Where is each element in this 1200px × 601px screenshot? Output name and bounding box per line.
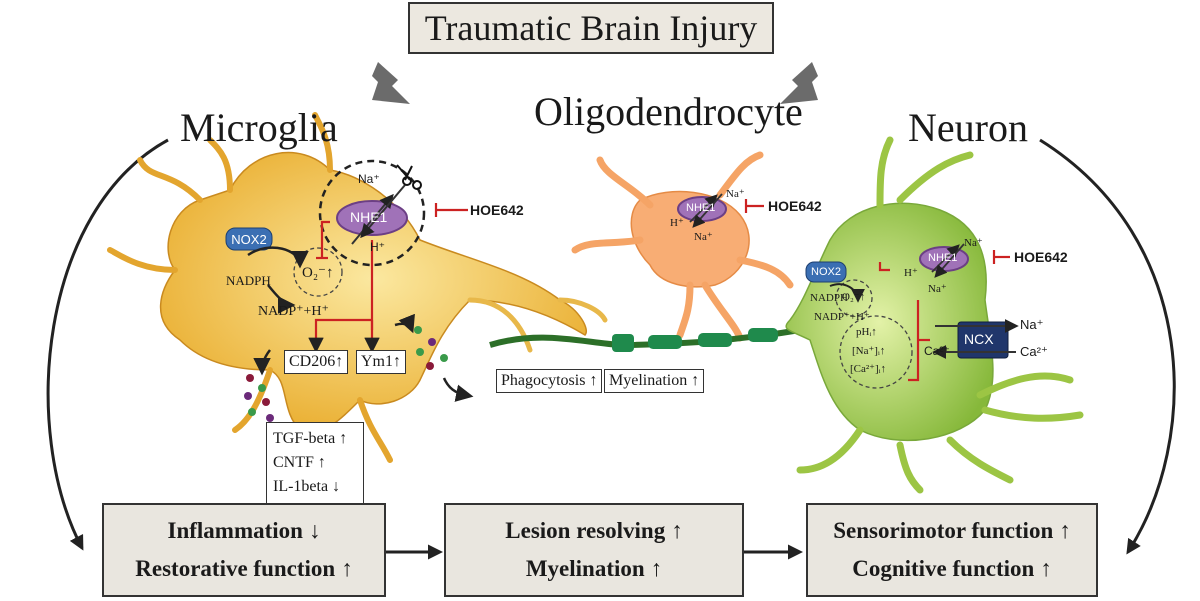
- page-title: Traumatic Brain Injury: [424, 8, 758, 48]
- microglia-title: Microglia: [180, 105, 338, 150]
- neuron-ca-side-label: Ca²⁺: [924, 344, 950, 358]
- ncx-box: [957, 321, 1009, 359]
- neuron-na-bottom: Na⁺: [928, 283, 947, 295]
- myelination-box: Myelination ↑: [604, 369, 705, 393]
- up-arrow-icon: ↑: [1040, 556, 1052, 581]
- phagocytosis-box: Phagocytosis ↑: [496, 369, 603, 393]
- ncx-ca-label: Ca²⁺: [1020, 344, 1048, 359]
- microglia-o2-label: O₂⁻↑: [302, 265, 334, 281]
- outcome-inflammation: Inflammation: [167, 518, 303, 543]
- neuron-ca-i-label: [Ca²⁺]ᵢ↑: [850, 363, 886, 375]
- microglia-nox2-label: NOX2: [231, 231, 267, 247]
- myelination-label: Myelination: [609, 372, 688, 389]
- outcome-restorative: Restorative function: [135, 556, 336, 581]
- up-arrow-icon: ↑: [1059, 518, 1071, 543]
- neuron-hoe642-label: HOE642: [1014, 249, 1068, 265]
- axon: [489, 327, 801, 352]
- oligo-hoe642-label: HOE642: [768, 198, 822, 214]
- up-arrow-icon: ↑: [691, 372, 700, 389]
- neuron-ph-label: pHᵢ↑: [856, 326, 877, 338]
- oligo-nhe1-label: NHE1: [686, 202, 716, 214]
- neuron-nox2-pill: [805, 261, 847, 283]
- microglia-nhe1-label: NHE1: [350, 209, 388, 225]
- ros-dashed-circle: [293, 247, 343, 297]
- oligo-na-bottom: Na⁺: [694, 231, 713, 243]
- right-curve-arrow: [1039, 138, 1176, 555]
- ym1-box: Ym1↑: [356, 350, 406, 374]
- factor-cntf: CNTF ↑: [273, 454, 326, 471]
- microglia-nox2-pill: [225, 227, 273, 251]
- inhibit-lines: [314, 199, 1010, 382]
- outcome-box-neuron: Sensorimotor function↑ Cognitive functio…: [806, 503, 1098, 597]
- down-arrow-icon: ↓: [308, 518, 321, 543]
- outcome-myelination: Myelination: [525, 556, 645, 581]
- microglia-nadp-label: NADP⁺+H⁺: [258, 304, 329, 319]
- factor-tgf-beta: TGF-beta ↑: [273, 430, 348, 447]
- title-box: Traumatic Brain Injury: [408, 2, 774, 54]
- neuron-o2-label: O₂⁻↑: [842, 291, 866, 303]
- neuron-na-i-label: [Na⁺]ᵢ↑: [852, 345, 886, 357]
- neuron-h-label: H⁺: [904, 267, 918, 279]
- outcome-sensorimotor: Sensorimotor function: [833, 518, 1054, 543]
- cd206-box: CD206↑: [284, 350, 349, 374]
- up-arrow-icon: ↑: [589, 372, 598, 389]
- oligo-h-label: H⁺: [670, 217, 684, 229]
- up-arrow-icon: ↑: [393, 353, 401, 370]
- oligo-na-top: Na⁺: [726, 188, 745, 200]
- neuron-nadph-label: NADPH: [810, 292, 848, 304]
- secretion-dots: [244, 326, 448, 422]
- neuron-ros-dashed-circle: [835, 279, 873, 317]
- outcome-box-oligodendrocyte: Lesion resolving↑ Myelination↑: [444, 503, 744, 597]
- neuron-na-top: Na⁺: [964, 237, 983, 249]
- outcome-lesion-resolving: Lesion resolving: [505, 518, 666, 543]
- ym1-label: Ym1: [361, 353, 393, 370]
- cd206-label: CD206: [289, 353, 336, 370]
- up-arrow-icon: ↑: [341, 556, 353, 581]
- outcome-box-microglia: Inflammation↓ Restorative function↑: [102, 503, 386, 597]
- ncx-label: NCX: [964, 331, 994, 347]
- neuron-nhe1-label: NHE1: [928, 252, 958, 264]
- microglia-h-label: H⁺: [370, 240, 385, 254]
- phagocytosis-label: Phagocytosis: [501, 372, 586, 389]
- microglia-hoe642-label: HOE642: [470, 202, 524, 218]
- factor-list: TGF-beta ↑ CNTF ↑ IL-1beta ↓: [266, 422, 364, 504]
- oligodendrocyte-cell: [571, 151, 794, 342]
- up-arrow-icon: ↑: [650, 556, 663, 581]
- nhe1-dashed-circle: [318, 159, 426, 267]
- title-down-arrow-right: [780, 62, 818, 104]
- ncx-na-label: Na⁺: [1020, 317, 1044, 332]
- neuron-title: Neuron: [908, 105, 1028, 150]
- factor-il1beta: IL-1beta ↓: [273, 478, 341, 495]
- scissors-icon: [396, 164, 422, 190]
- outcome-cognitive: Cognitive function: [852, 556, 1035, 581]
- microglia-na-label: Na⁺: [358, 172, 380, 186]
- oligodendrocyte-title: Oligodendrocyte: [534, 89, 803, 134]
- neuron-ion-dashed-circle: [839, 315, 913, 389]
- neuron-nox2-label: NOX2: [811, 266, 841, 278]
- left-curve-arrow: [46, 138, 169, 551]
- title-down-arrow-left: [372, 62, 410, 104]
- microglia-nadph-label: NADPH: [226, 273, 271, 288]
- neuron-nadp-label: NADP⁺+H⁺: [814, 311, 870, 323]
- up-arrow-icon: ↑: [671, 518, 683, 543]
- up-arrow-icon: ↑: [335, 353, 344, 370]
